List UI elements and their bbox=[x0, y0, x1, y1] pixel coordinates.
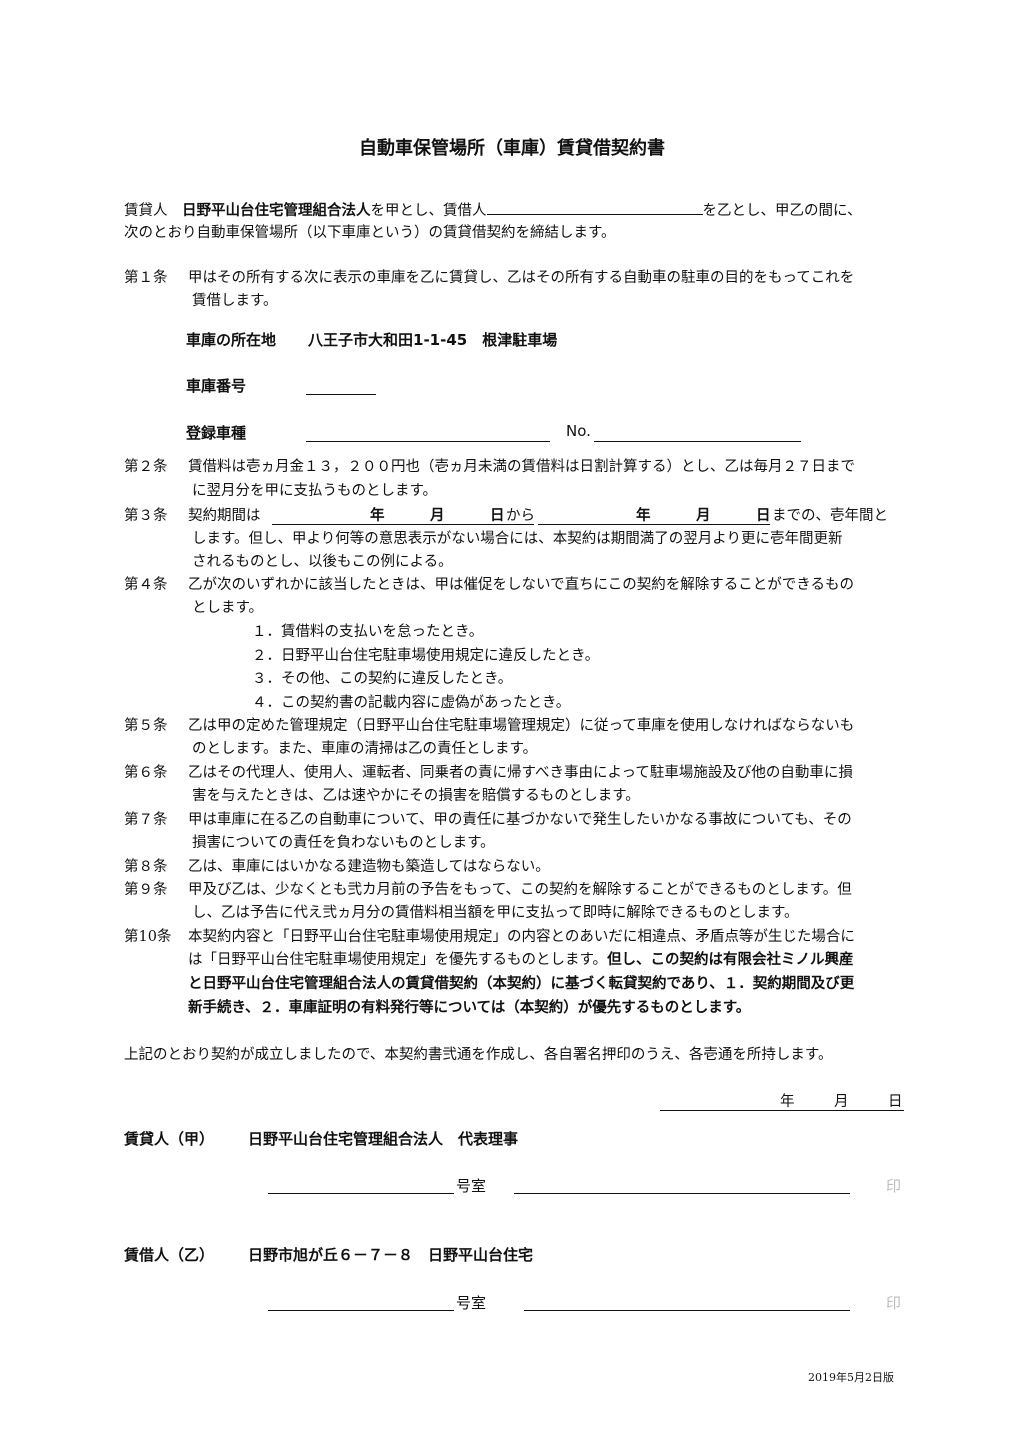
lessor-name: 日野平山台住宅管理組合法人 bbox=[182, 203, 371, 219]
car-model-blank[interactable] bbox=[306, 441, 550, 442]
garage-number-blank[interactable] bbox=[306, 394, 376, 395]
lessor-room-label: 号室 bbox=[456, 1177, 487, 1195]
article-5-line-2: のとします。また、車庫の清掃は乙の責任とします。 bbox=[192, 741, 538, 757]
article-10-text-2: は「日野平山台住宅駐車場使用規定」を優先するものとします。 bbox=[188, 952, 608, 968]
car-model-label: 登録車種 bbox=[186, 424, 247, 442]
article-6-text-1: 乙はその代理人、使用人、運転者、同乗者の責に帰すべき事由によって駐車場施設及び他… bbox=[188, 765, 853, 781]
start-date-blank[interactable] bbox=[272, 524, 534, 525]
lessee-label: 賃借人（乙） bbox=[124, 1246, 215, 1264]
article-10-line-4: 新手続き、２．車庫証明の有料発行等については（本契約）が優先するものとします。 bbox=[188, 1000, 751, 1016]
car-no-label: No. bbox=[566, 422, 591, 440]
article-1-label: 第１条 bbox=[124, 270, 168, 286]
article-7-line-2: 損害についての責任を負わないものとします。 bbox=[192, 835, 495, 851]
article-3-line-1: 第３条 契約期間は bbox=[124, 505, 261, 527]
intro-line-2: 次のとおり自動車保管場所（以下車庫という）の賃貸借契約を締結します。 bbox=[124, 225, 616, 241]
article-3-pre: 契約期間は bbox=[188, 508, 261, 524]
article-8-line-1: 第８条 乙は、車庫にはいかなる建造物も築造してはならない。 bbox=[124, 856, 550, 878]
article-6-line-2: 害を与えたときは、乙は速やかにその損害を賠償するものとします。 bbox=[192, 788, 640, 804]
date-month: 月 bbox=[834, 1094, 849, 1110]
article-3-from: から bbox=[506, 508, 535, 524]
closing-statement: 上記のとおり契約が成立しましたので、本契約書弐通を作成し、各自署名押印のうえ、各… bbox=[124, 1047, 833, 1063]
lessee-address: 日野市旭が丘６－７－８ 日野平山台住宅 bbox=[248, 1246, 534, 1264]
article-3-label: 第３条 bbox=[124, 508, 168, 524]
article-6-line-1: 第６条 乙はその代理人、使用人、運転者、同乗者の責に帰すべき事由によって駐車場施設… bbox=[124, 762, 853, 784]
article-4-line-2: とします。 bbox=[192, 600, 264, 616]
article-10-line-3: と日野平山台住宅管理組合法人の賃貸借契約（本契約）に基づく転貸契約であり、１．契… bbox=[188, 976, 855, 992]
list-item: ３．その他、この契約に違反したとき。 bbox=[252, 671, 513, 687]
article-6-label: 第６条 bbox=[124, 765, 168, 781]
article-7-line-1: 第７条 甲は車庫に在る乙の自動車について、甲の責任に基づかないで発生したいかなる事… bbox=[124, 809, 852, 831]
article-5-label: 第５条 bbox=[124, 718, 168, 734]
article-5-text-1: 乙は甲の定めた管理規定（日野平山台住宅駐車場管理規定）に従って車庫を使用しなけれ… bbox=[188, 718, 855, 734]
article-1-line-2: 賃借します。 bbox=[192, 293, 278, 309]
lessor-signature-blank[interactable] bbox=[514, 1193, 850, 1194]
lessee-seal-mark: 印 bbox=[886, 1294, 902, 1312]
date-day: 日 bbox=[888, 1094, 903, 1110]
article-9-text-1: 甲及び乙は、少なくとも弐カ月前の予告をもって、この契約を解除することができるもの… bbox=[188, 882, 852, 898]
article-3-until: までの、壱年間と bbox=[772, 508, 888, 524]
lessor-prefix: 賃貸人 bbox=[124, 203, 182, 219]
article-4-text-1: 乙が次のいずれかに該当したときは、甲は催促をしないで直ちにこの契約を解除すること… bbox=[188, 577, 854, 593]
article-10-line-2: は「日野平山台住宅駐車場使用規定」を優先するものとします。但し、この契約は有限会… bbox=[188, 949, 854, 971]
article-10-label: 第10条 bbox=[124, 929, 172, 945]
end-date-blank[interactable] bbox=[538, 524, 770, 525]
lessor-label: 賃貸人（甲） bbox=[124, 1130, 215, 1148]
garage-location-value: 八王子市大和田1-1-45 根津駐車場 bbox=[308, 331, 558, 349]
intro-mid1: を甲とし、賃借人 bbox=[370, 203, 487, 219]
list-item: １．賃借料の支払いを怠ったとき。 bbox=[252, 624, 484, 640]
article-10-text-1: 本契約内容と「日野平山台住宅駐車場使用規定」の内容とのあいだに相違点、矛盾点等が… bbox=[188, 929, 855, 945]
date-year: 年 bbox=[780, 1094, 795, 1110]
article-7-label: 第７条 bbox=[124, 812, 168, 828]
start-day: 日 bbox=[490, 508, 505, 524]
article-3-line-3: されるものとし、以後もこの例による。 bbox=[192, 554, 453, 570]
article-4-label: 第４条 bbox=[124, 577, 168, 593]
article-10-text-2-bold: 但し、この契約は有限会社ミノル興産 bbox=[607, 952, 854, 968]
start-month: 月 bbox=[430, 508, 445, 524]
article-1-text-1: 甲はその所有する次に表示の車庫を乙に賃貸し、乙はその所有する自動車の駐車の目的を… bbox=[188, 270, 855, 286]
intro-line-1: 賃貸人 日野平山台住宅管理組合法人を甲とし、賃借人 を乙とし、甲乙の間に、 bbox=[124, 198, 862, 222]
lessor-room-blank[interactable] bbox=[268, 1193, 454, 1194]
garage-number-label: 車庫番号 bbox=[186, 377, 247, 395]
article-3-line-2: します。但し、甲より何等の意思表示がない場合には、本契約は期間満了の翌月より更に… bbox=[192, 531, 843, 547]
article-8-text-1: 乙は、車庫にはいかなる建造物も築造してはならない。 bbox=[188, 859, 550, 875]
garage-location-label: 車庫の所在地 bbox=[186, 331, 277, 349]
lessee-room-label: 号室 bbox=[456, 1294, 487, 1312]
lessor-org-name: 日野平山台住宅管理組合法人 代表理事 bbox=[248, 1130, 519, 1148]
article-10-line-1: 第10条本契約内容と「日野平山台住宅駐車場使用規定」の内容とのあいだに相違点、矛… bbox=[124, 926, 855, 948]
lessee-signature-blank[interactable] bbox=[524, 1310, 850, 1311]
list-item: ４．この契約書の記載内容に虚偽があったとき。 bbox=[252, 695, 571, 711]
car-no-blank[interactable] bbox=[594, 441, 801, 442]
contract-date-blank[interactable] bbox=[660, 1110, 904, 1111]
article-5-line-1: 第５条 乙は甲の定めた管理規定（日野平山台住宅駐車場管理規定）に従って車庫を使用し… bbox=[124, 715, 854, 737]
end-day: 日 bbox=[756, 508, 771, 524]
lessor-seal-mark: 印 bbox=[886, 1177, 902, 1195]
article-9-label: 第９条 bbox=[124, 882, 168, 898]
article-2-line-2: に翌月分を甲に支払うものとします。 bbox=[192, 483, 438, 499]
lessee-room-blank[interactable] bbox=[268, 1310, 454, 1311]
lessee-name-blank[interactable] bbox=[486, 198, 703, 215]
version-note: 2019年5月2日版 bbox=[808, 1371, 894, 1384]
article-2-text-1: 賃借料は壱ヵ月金１３，２００円也（壱ヵ月未満の賃借料は日割計算する）とし、乙は毎… bbox=[188, 459, 855, 475]
end-month: 月 bbox=[696, 508, 711, 524]
article-8-label: 第８条 bbox=[124, 859, 168, 875]
list-item: ２．日野平山台住宅駐車場使用規定に違反したとき。 bbox=[252, 648, 600, 664]
article-9-line-1: 第９条 甲及び乙は、少なくとも弐カ月前の予告をもって、この契約を解除することができ… bbox=[124, 879, 852, 901]
article-4-line-1: 第４条 乙が次のいずれかに該当したときは、甲は催促をしないで直ちにこの契約を解除す… bbox=[124, 574, 854, 596]
intro-mid2: を乙とし、甲乙の間に、 bbox=[702, 203, 862, 219]
document-title: 自動車保管場所（車庫）賃貸借契約書 bbox=[359, 138, 665, 159]
end-year: 年 bbox=[636, 508, 651, 524]
article-2-label: 第２条 bbox=[124, 459, 168, 475]
article-7-text-1: 甲は車庫に在る乙の自動車について、甲の責任に基づかないで発生したいかなる事故につ… bbox=[188, 812, 852, 828]
start-year: 年 bbox=[370, 508, 385, 524]
article-9-line-2: し、乙は予告に代え弐ヵ月分の賃借料相当額を甲に支払って即時に解除できるものとしま… bbox=[192, 905, 799, 921]
article-1-line-1: 第１条 甲はその所有する次に表示の車庫を乙に賃貸し、乙はその所有する自動車の駐車の… bbox=[124, 267, 854, 289]
article-2-line-1: 第２条 賃借料は壱ヵ月金１３，２００円也（壱ヵ月未満の賃借料は日割計算する）とし、… bbox=[124, 456, 855, 478]
